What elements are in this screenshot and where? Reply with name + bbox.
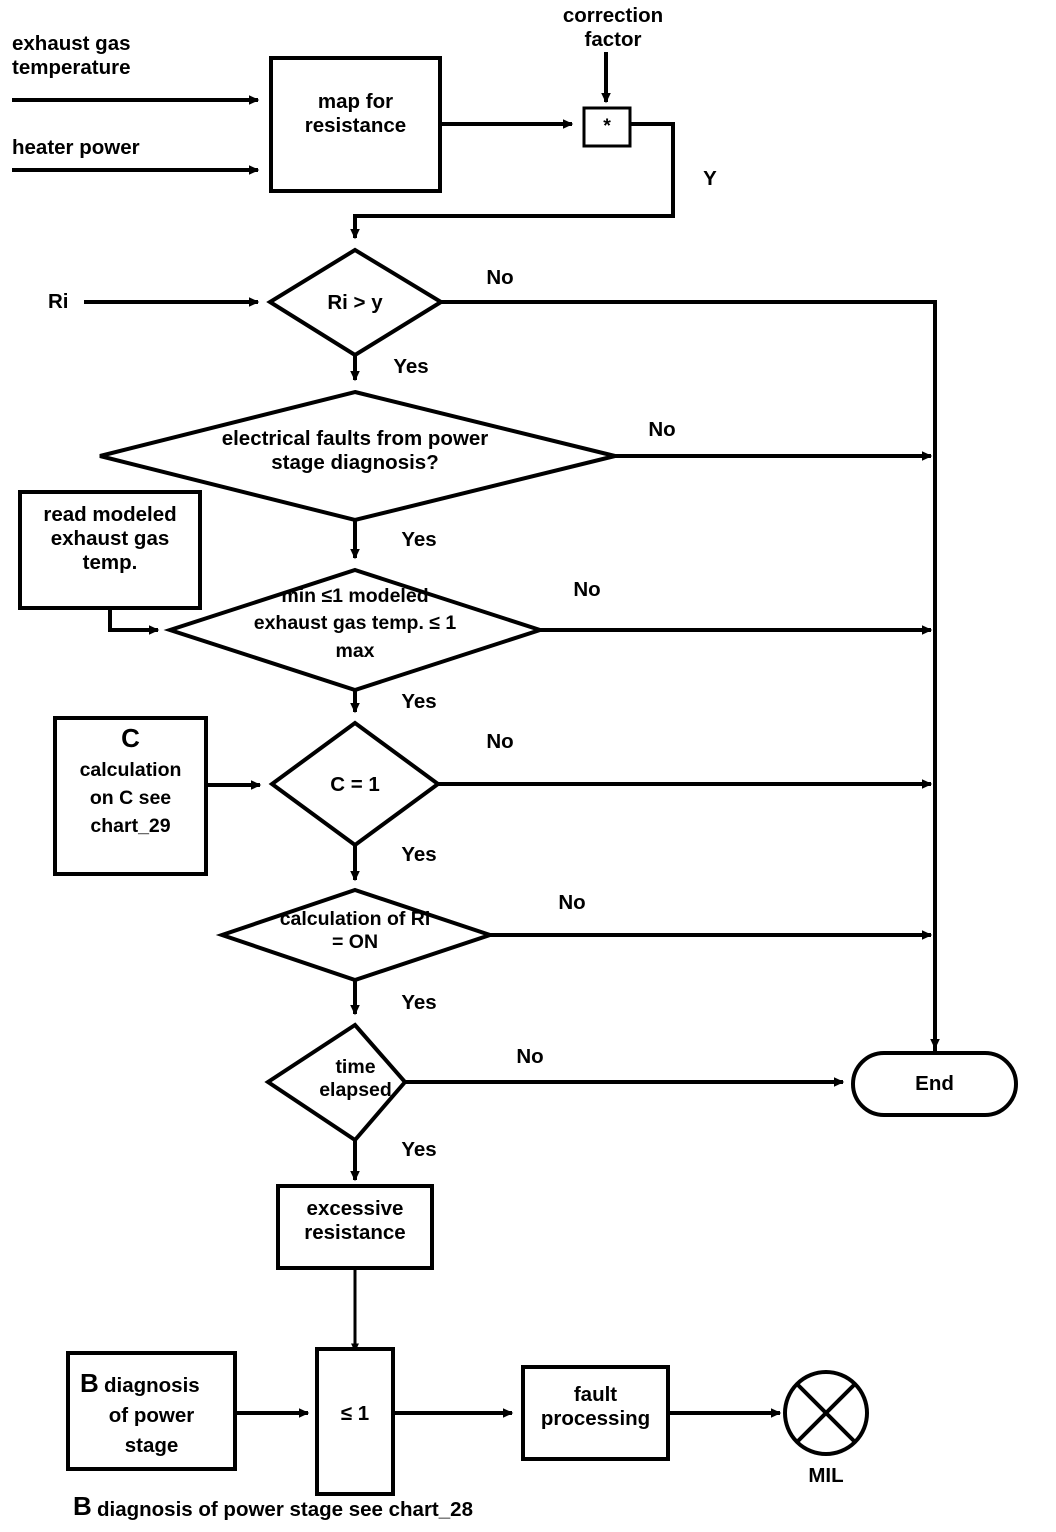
label-decision1-yes: Yes <box>393 355 429 378</box>
node-junction-le-1 <box>315 1347 395 1496</box>
label-c-calculation-line1: calculation <box>79 759 182 781</box>
label-decision2-yes: Yes <box>401 528 437 551</box>
label-exhaust-gas-temperature: exhaust gas temperature <box>12 32 131 80</box>
mil-x-stroke-2 <box>795 1382 857 1444</box>
caption-b-marker: B <box>73 1491 92 1521</box>
label-decision2-no: No <box>648 418 676 441</box>
label-b-diagnosis-line1: diagnosis <box>104 1374 200 1397</box>
node-multiply <box>582 106 632 148</box>
label-decision3-no: No <box>573 578 601 601</box>
label-decision-min-max-line2: exhaust gas temp. ≤ 1 <box>253 612 457 634</box>
label-b-marker: B <box>80 1368 99 1398</box>
label-decision4-no: No <box>486 730 514 753</box>
label-b-diagnosis-line2: of power <box>108 1404 195 1427</box>
label-c-calculation-line3: chart_29 <box>90 815 171 837</box>
label-decision-min-max-line1: min ≤1 modeled <box>281 585 429 607</box>
label-decision5-yes: Yes <box>401 991 437 1014</box>
node-b-diagnosis-of-power-stage <box>66 1351 237 1471</box>
node-end <box>851 1051 1018 1117</box>
node-c-calculation <box>53 716 208 876</box>
label-decision3-yes: Yes <box>401 690 437 713</box>
label-mil: MIL <box>808 1464 844 1487</box>
label-decision4-yes: Yes <box>401 843 437 866</box>
label-decision5-no: No <box>558 891 586 914</box>
label-decision-ri-gt-y: Ri > y <box>327 291 383 314</box>
label-map-for-resistance: map for resistance <box>304 90 407 138</box>
caption-b-diagnosis-chart-reference: diagnosis of power stage see chart_28 <box>97 1498 473 1521</box>
label-junction-le-1: ≤ 1 <box>340 1402 370 1425</box>
connector-read-modeled-to-decision-minmax <box>108 608 160 635</box>
label-excessive-resistance: excessive resistance <box>304 1197 406 1245</box>
label-decision-c-eq-1: C = 1 <box>330 773 380 796</box>
label-decision-calculation-of-ri: calculation of Ri = ON <box>279 908 431 953</box>
label-end: End <box>915 1072 954 1095</box>
label-c-marker: C <box>121 723 140 753</box>
label-fault-processing: fault processing <box>540 1383 651 1431</box>
label-correction-factor: correction factor <box>562 4 664 52</box>
connector-multiply-to-decision-ri-gt-y <box>350 122 675 240</box>
label-c-calculation-line2: on C see <box>89 787 172 809</box>
connector-decision1-no-trunk <box>441 300 937 1064</box>
label-decision-time-elapsed: time elapsed <box>319 1056 392 1101</box>
label-decision6-no: No <box>516 1045 544 1068</box>
label-decision-min-max-line3: max <box>335 640 375 662</box>
label-y: Y <box>703 167 717 190</box>
label-ri-input: Ri <box>48 290 69 313</box>
node-read-modeled-exhaust-gas-temp <box>18 490 202 610</box>
label-heater-power: heater power <box>12 136 140 159</box>
label-decision1-no: No <box>486 266 514 289</box>
node-excessive-resistance <box>276 1184 434 1270</box>
label-read-modeled-exhaust-gas-temp: read modeled exhaust gas temp. <box>43 503 177 575</box>
label-decision-electrical-faults: electrical faults from power stage diagn… <box>221 427 489 475</box>
node-fault-processing <box>521 1365 670 1461</box>
label-b-diagnosis-line3: stage <box>124 1434 179 1457</box>
label-multiply-operator: * <box>603 115 611 137</box>
label-decision6-yes: Yes <box>401 1138 437 1161</box>
